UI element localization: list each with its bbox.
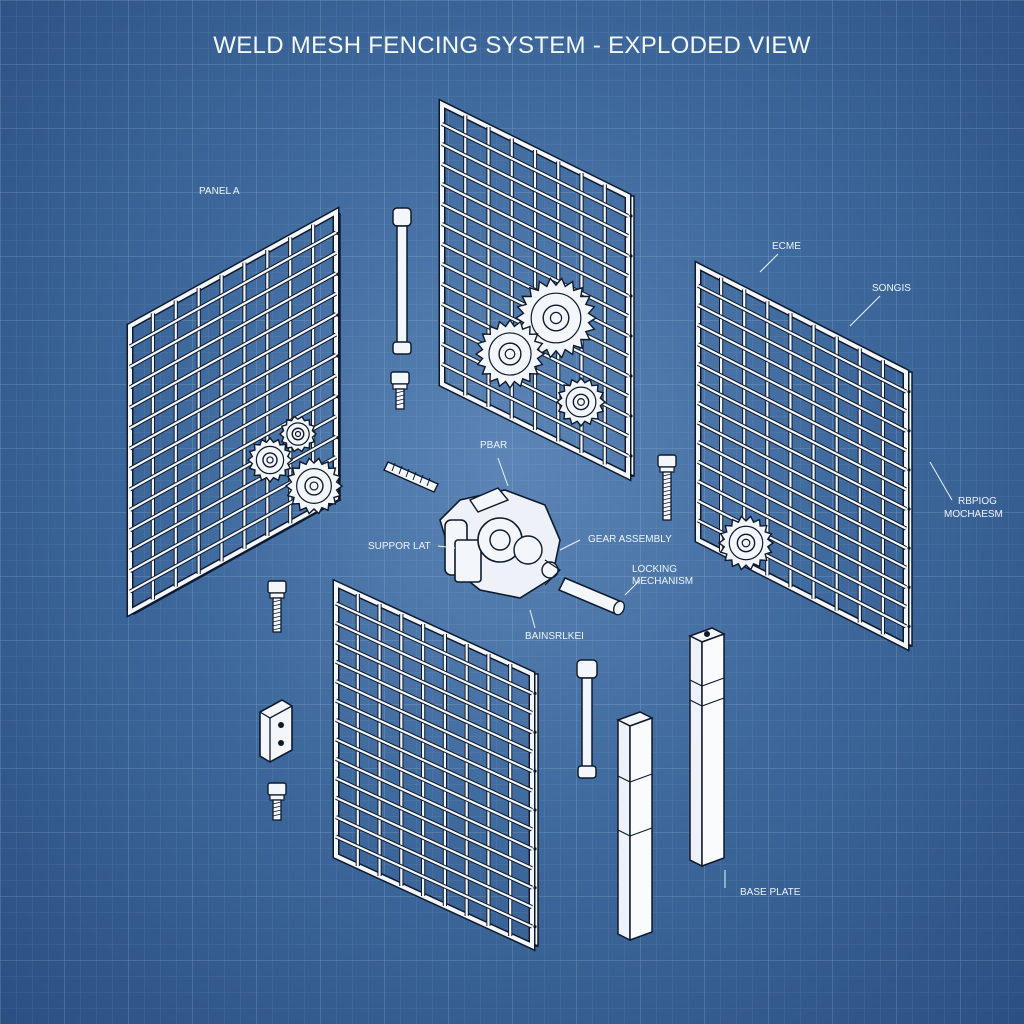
panel-a	[126, 206, 342, 618]
gear	[474, 318, 546, 390]
bolt	[657, 454, 677, 521]
locking-rod	[557, 577, 625, 616]
gear	[278, 415, 318, 453]
page-title: WELD MESH FENCING SYSTEM - EXPLODED VIEW	[213, 32, 811, 59]
clip-plate	[259, 699, 293, 763]
bolt	[267, 782, 287, 821]
bolts	[267, 371, 677, 821]
label-pbar: PBAR	[480, 440, 508, 451]
panel-bottom	[332, 578, 539, 952]
label-rbpiog: RBPIOG	[958, 496, 997, 507]
vertical-pin	[392, 207, 412, 355]
label-locking: LOCKING	[632, 564, 678, 575]
panel-right	[694, 260, 913, 652]
leader-lines	[437, 253, 953, 888]
bolt	[267, 580, 287, 633]
gear-assembly	[439, 487, 561, 599]
gears	[246, 277, 775, 571]
gear	[246, 436, 294, 484]
threaded-rod	[383, 461, 439, 493]
label-mochaeism: MOCHAESM	[944, 509, 1003, 520]
square-post-short	[616, 711, 654, 942]
gear	[717, 515, 775, 571]
square-post-tall	[688, 627, 726, 868]
long-pin	[576, 659, 598, 779]
gear	[284, 457, 344, 515]
bolt	[390, 371, 410, 410]
gear	[555, 376, 607, 428]
label-support: SUPPOR LAT	[368, 541, 431, 552]
label-mechanism: MECHANISM	[632, 576, 694, 587]
label-songis: SONGIS	[872, 283, 911, 294]
label-ecme: ECME	[772, 241, 801, 252]
label-bainslr: BAINSRLKEI	[525, 631, 584, 642]
label-base-plate: BASE PLATE	[740, 887, 801, 898]
label-panel-a: PANEL A	[199, 186, 240, 197]
label-gear-assembly: GEAR ASSEMBLY	[588, 534, 672, 545]
